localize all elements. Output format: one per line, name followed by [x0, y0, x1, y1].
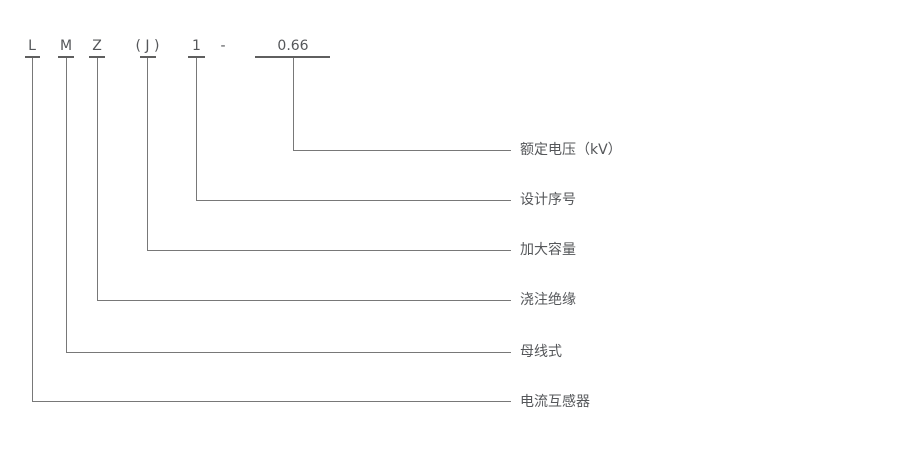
label-increased-capacity: 加大容量	[520, 242, 576, 258]
label-cast-insulation: 浇注绝缘	[520, 292, 576, 308]
underline-tick-busbar	[58, 56, 74, 58]
underline-tick-series	[25, 56, 40, 58]
label-design-serial: 设计序号	[520, 192, 576, 208]
code-symbol-busbar: M	[59, 38, 73, 54]
code-symbol-design-no: 1	[192, 38, 201, 54]
underline-tick-capacity	[140, 56, 156, 58]
underline-tick-cast	[89, 56, 105, 58]
underline-tick-design-no	[188, 56, 205, 58]
label-busbar-type: 母线式	[520, 344, 562, 360]
leader-line-capacity	[147, 58, 511, 251]
leader-line-voltage	[293, 58, 511, 151]
leader-line-design-no	[196, 58, 511, 201]
leader-line-busbar	[66, 58, 511, 353]
code-symbol-capacity: ( J )	[135, 38, 160, 54]
label-rated-voltage: 额定电压（kV）	[520, 142, 622, 158]
leader-line-cast	[97, 58, 511, 301]
leader-line-series	[32, 58, 511, 402]
label-current-transformer: 电流互感器	[520, 394, 590, 410]
code-symbol-voltage: 0.66	[277, 38, 309, 54]
code-symbol-cast: Z	[92, 38, 102, 54]
code-separator-dash: -	[220, 38, 226, 54]
underline-tick-voltage	[255, 56, 330, 58]
code-symbol-series: L	[28, 38, 36, 54]
